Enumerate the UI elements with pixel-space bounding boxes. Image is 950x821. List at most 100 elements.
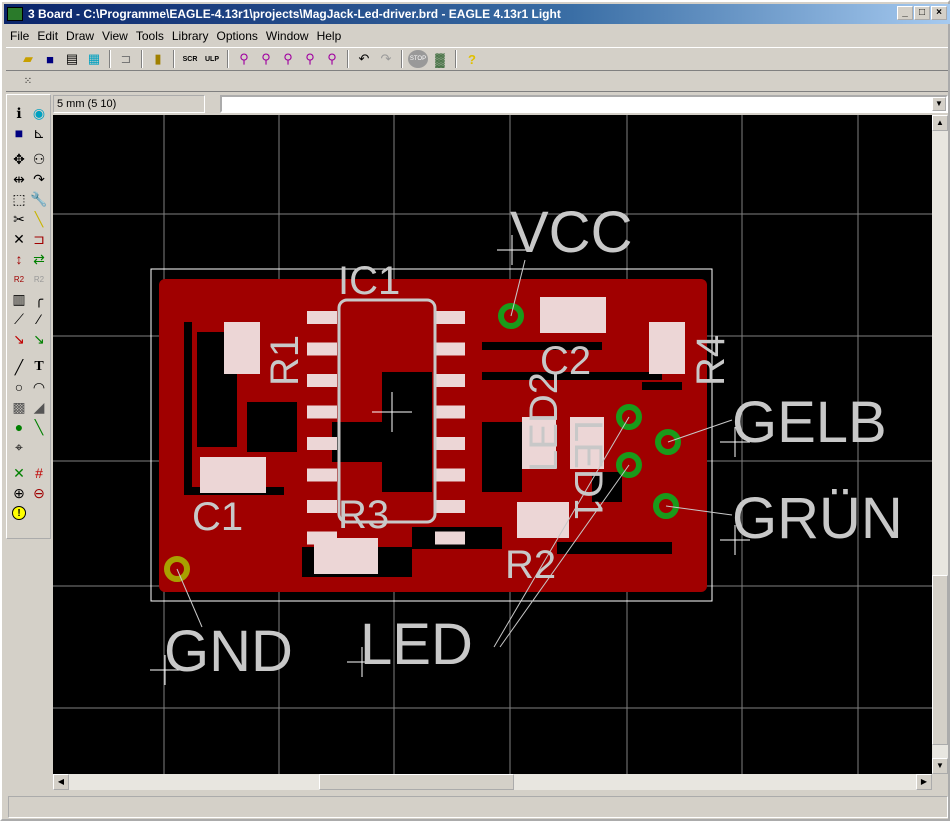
ic1-pad (307, 500, 337, 513)
pinswap-icon[interactable]: ⇄ (33, 250, 45, 267)
text-icon[interactable]: T (34, 359, 44, 374)
redo-icon[interactable]: ↷ (380, 51, 392, 66)
pad-r2 (517, 502, 569, 538)
minimize-button[interactable]: _ (897, 6, 913, 20)
errors-icon[interactable]: ! (12, 506, 26, 520)
scroll-right-button[interactable]: ▶ (916, 774, 932, 790)
menu-help[interactable]: Help (316, 29, 342, 43)
delete-icon[interactable]: ✕ (13, 230, 25, 247)
label-led1: LED1 (566, 420, 610, 520)
route-icon[interactable]: ↘ (13, 330, 25, 347)
ripup-icon[interactable]: ↘ (33, 330, 45, 347)
horizontal-scrollbar[interactable]: ◀ ▶ (53, 774, 932, 790)
label-led2: LED2 (522, 372, 566, 472)
ic1-pad (307, 311, 337, 324)
menu-view[interactable]: View (102, 29, 128, 43)
via-icon[interactable]: ● (14, 419, 24, 435)
copy-icon[interactable]: ⚇ (32, 150, 46, 167)
info-icon[interactable]: ℹ (16, 104, 22, 121)
menu-window[interactable]: Window (265, 29, 309, 43)
undo-icon[interactable]: ↶ (358, 51, 370, 66)
horizontal-scroll-thumb[interactable] (319, 774, 514, 790)
copper-pour (159, 279, 707, 592)
label-vcc: VCC (510, 200, 632, 265)
erc-icon[interactable]: ⊕ (13, 484, 25, 501)
miter-icon[interactable]: ╭ (34, 290, 44, 307)
signal-icon[interactable]: ╲ (34, 418, 44, 435)
cam-icon[interactable]: ▦ (87, 51, 101, 66)
scroll-up-button[interactable]: ▲ (932, 115, 948, 131)
ic1-pad (435, 437, 465, 450)
display-layers-icon[interactable]: ■ (14, 125, 24, 141)
menu-draw[interactable]: Draw (66, 29, 95, 43)
help-icon[interactable]: ? (468, 51, 476, 67)
label-gruen: GRÜN (732, 486, 903, 551)
menu-tools[interactable]: Tools (135, 29, 164, 43)
auto-router-icon[interactable]: # (35, 465, 43, 481)
menu-bar: File Edit Draw View Tools Library Option… (6, 26, 345, 46)
name-icon[interactable]: R2 (13, 274, 25, 284)
pcb-drawing: VCC IC1 R1 C2 R4 LED2 LED1 GELB GRÜN C1 … (53, 115, 932, 774)
polygon-icon[interactable]: ◢ (33, 398, 45, 415)
main-toolbar: ▰ ■ ▤ ▦ ⊐ ▮ SCR ULP ⚲ ⚲ ⚲ ⚲ ⚲ ↶ ↷ STOP ▓… (6, 47, 948, 71)
rect-icon[interactable]: ▩ (12, 398, 26, 415)
show-icon[interactable]: ◉ (32, 104, 46, 121)
zoom-fit-icon[interactable]: ⚲ (239, 51, 249, 66)
ratsnest-icon[interactable]: ✕ (13, 464, 25, 481)
scroll-left-button[interactable]: ◀ (53, 774, 69, 790)
maximize-button[interactable]: □ (914, 6, 930, 20)
command-line-input[interactable]: ▼ (220, 95, 948, 113)
zoom-out-icon[interactable]: ⚲ (283, 51, 293, 66)
stop-icon[interactable]: STOP (408, 50, 428, 68)
close-button[interactable]: × (931, 6, 947, 20)
vertical-scroll-thumb[interactable] (932, 575, 948, 745)
menu-file[interactable]: File (10, 29, 30, 43)
menu-edit[interactable]: Edit (37, 29, 59, 43)
group-icon[interactable]: ⬚ (12, 190, 26, 207)
grid-icon[interactable]: ⁙ (23, 75, 33, 87)
ulp-icon[interactable]: ULP (205, 55, 219, 63)
label-led: LED (360, 612, 473, 677)
script-icon[interactable]: SCR (182, 55, 198, 63)
via-gelb (655, 429, 681, 455)
zoom-redraw-icon[interactable]: ⚲ (305, 51, 315, 66)
circle-icon[interactable]: ○ (14, 379, 24, 395)
arc-icon[interactable]: ◠ (32, 378, 46, 395)
ic1-pad (307, 374, 337, 387)
paste-icon[interactable]: ╲ (34, 210, 44, 227)
origin-crosses (150, 235, 750, 685)
open-icon[interactable]: ▰ (23, 51, 33, 66)
print-icon[interactable]: ▤ (65, 51, 79, 66)
title-bar: 3 Board - C:\Programme\EAGLE-4.13r1\proj… (4, 4, 950, 24)
mark-icon[interactable]: ⊾ (33, 124, 45, 141)
board-canvas[interactable]: VCC IC1 R1 C2 R4 LED2 LED1 GELB GRÜN C1 … (53, 115, 932, 774)
add-icon[interactable]: ⊐ (33, 230, 45, 247)
rotate-icon[interactable]: ↷ (33, 170, 45, 187)
go-icon[interactable]: ▓ (435, 51, 445, 67)
schematic-icon[interactable]: ⊐ (120, 51, 132, 66)
optimize-icon[interactable]: ⁄ (37, 311, 41, 327)
command-palette: ℹ ◉ ■ ⊾ ✥ ⚇ ⇹ ↷ ⬚ 🔧 ✂ ╲ ✕ ⊐ ↕ ⇄ R2 R2 ▥ … (6, 94, 51, 539)
save-icon[interactable]: ■ (46, 51, 54, 67)
zoom-in-icon[interactable]: ⚲ (261, 51, 271, 66)
drc-icon[interactable]: ⊖ (33, 484, 45, 501)
library-icon[interactable]: ▮ (154, 51, 162, 66)
menu-options[interactable]: Options (216, 29, 258, 43)
menu-library[interactable]: Library (171, 29, 209, 43)
scroll-down-button[interactable]: ▼ (932, 758, 948, 774)
change-icon[interactable]: 🔧 (30, 190, 48, 207)
value-icon[interactable]: R2 (33, 274, 45, 284)
cut-icon[interactable]: ✂ (13, 210, 25, 227)
command-history-dropdown[interactable]: ▼ (932, 97, 946, 111)
mirror-icon[interactable]: ⇹ (13, 170, 25, 187)
smash-icon[interactable]: ▥ (12, 290, 26, 307)
split-icon[interactable]: ⟋ (14, 310, 24, 327)
vertical-scrollbar[interactable]: ▲ ▼ (932, 115, 948, 774)
move-icon[interactable]: ✥ (13, 150, 25, 167)
ic1-pads (307, 311, 465, 545)
zoom-select-icon[interactable]: ⚲ (327, 51, 337, 66)
smd-pads (200, 297, 685, 574)
wire-icon[interactable]: ╱ (14, 358, 24, 375)
hole-icon[interactable]: ⌖ (15, 438, 23, 455)
replace-icon[interactable]: ↕ (15, 251, 23, 267)
